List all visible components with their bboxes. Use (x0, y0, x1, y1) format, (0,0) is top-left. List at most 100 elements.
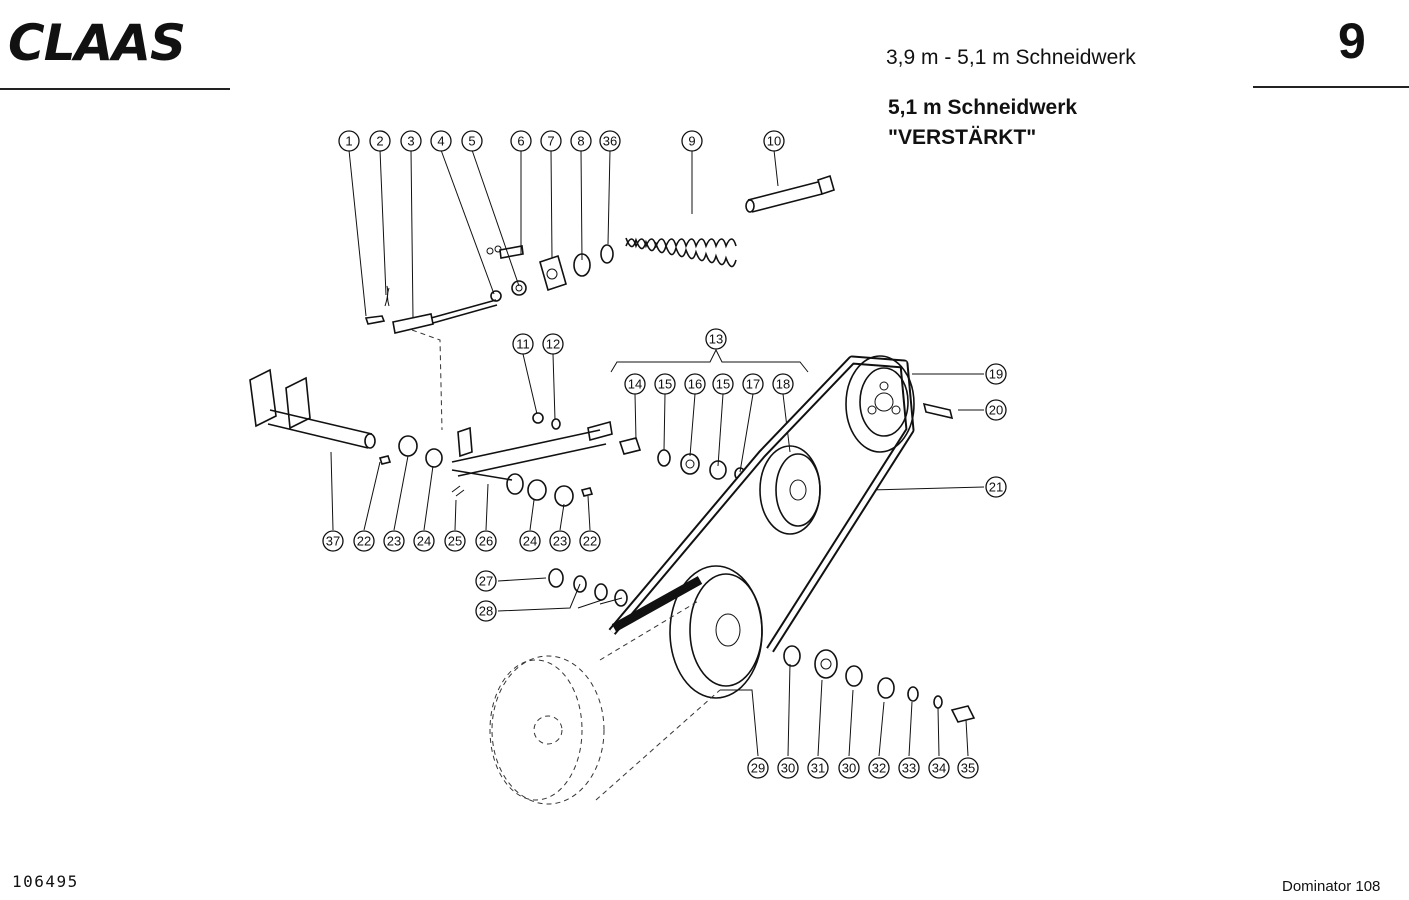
callout-3: 3 (400, 130, 422, 152)
callout-6: 6 (510, 130, 532, 152)
callout-27: 27 (475, 570, 497, 592)
svg-text:24: 24 (417, 534, 431, 549)
callout-26: 26 (475, 530, 497, 552)
svg-text:14: 14 (628, 377, 642, 392)
callout-30b: 30 (838, 757, 860, 779)
callout-18: 18 (772, 373, 794, 395)
svg-text:22: 22 (583, 534, 597, 549)
svg-text:30: 30 (842, 761, 856, 776)
svg-text:37: 37 (326, 534, 340, 549)
svg-text:9: 9 (688, 134, 695, 149)
header-rule-left (0, 88, 230, 90)
callout-7: 7 (540, 130, 562, 152)
svg-text:32: 32 (872, 761, 886, 776)
callout-37: 37 (322, 530, 344, 552)
svg-text:8: 8 (577, 134, 584, 149)
callout-24a: 24 (413, 530, 435, 552)
model-name: Dominator 108 (1282, 878, 1381, 895)
callout-23b: 23 (549, 530, 571, 552)
svg-text:35: 35 (961, 761, 975, 776)
callout-19: 19 (985, 363, 1007, 385)
svg-text:21: 21 (989, 480, 1003, 495)
callout-17: 17 (742, 373, 764, 395)
svg-text:19: 19 (989, 367, 1003, 382)
assembly-guide-line (411, 329, 443, 431)
svg-text:15: 15 (716, 377, 730, 392)
svg-text:5: 5 (468, 134, 475, 149)
svg-text:31: 31 (811, 761, 825, 776)
callout-12: 12 (542, 333, 564, 355)
callout-15b: 15 (712, 373, 734, 395)
title-line-2: 5,1 m Schneidwerk (888, 96, 1078, 119)
callout-14: 14 (624, 373, 646, 395)
tension-rod-assembly (364, 174, 835, 334)
upper-pulley (845, 355, 915, 453)
callout-36: 36 (599, 130, 621, 152)
claas-logo: CLAAS (8, 18, 186, 66)
svg-text:13: 13 (709, 332, 723, 347)
title-line-3: "VERSTÄRKT" (888, 126, 1037, 149)
callout-32: 32 (868, 757, 890, 779)
callout-9: 9 (681, 130, 703, 152)
bracket-shaft-assembly (249, 368, 613, 507)
callout-11: 11 (512, 333, 534, 355)
callout-35: 35 (957, 757, 979, 779)
callout-33: 33 (898, 757, 920, 779)
svg-text:22: 22 (357, 534, 371, 549)
svg-text:11: 11 (516, 337, 530, 352)
callout-10: 10 (763, 130, 785, 152)
svg-text:10: 10 (767, 134, 781, 149)
callout-24b: 24 (519, 530, 541, 552)
svg-text:29: 29 (751, 761, 765, 776)
drawing-number: 106495 (12, 872, 79, 891)
callout-21: 21 (985, 476, 1007, 498)
callout-22a: 22 (353, 530, 375, 552)
svg-text:18: 18 (776, 377, 790, 392)
callout-2: 2 (369, 130, 391, 152)
title-line-1: 3,9 m - 5,1 m Schneidwerk (886, 46, 1136, 69)
svg-text:4: 4 (437, 134, 444, 149)
lower-pulley (669, 565, 763, 699)
svg-text:16: 16 (688, 377, 702, 392)
svg-text:20: 20 (989, 403, 1003, 418)
callout-1: 1 (338, 130, 360, 152)
callout-5: 5 (461, 130, 483, 152)
callout-23a: 23 (383, 530, 405, 552)
callout-29: 29 (747, 757, 769, 779)
svg-text:3: 3 (407, 134, 414, 149)
idler-hub-parts (618, 437, 746, 481)
svg-text:15: 15 (658, 377, 672, 392)
svg-text:23: 23 (387, 534, 401, 549)
svg-text:23: 23 (553, 534, 567, 549)
svg-text:33: 33 (902, 761, 916, 776)
callout-8: 8 (570, 130, 592, 152)
callout-13: 13 (705, 328, 727, 350)
callout-22b: 22 (579, 530, 601, 552)
callout-15a: 15 (654, 373, 676, 395)
callout-31: 31 (807, 757, 829, 779)
svg-text:26: 26 (479, 534, 493, 549)
svg-text:27: 27 (479, 574, 493, 589)
svg-text:6: 6 (517, 134, 524, 149)
svg-text:34: 34 (932, 761, 946, 776)
callout-20: 20 (985, 399, 1007, 421)
svg-text:1: 1 (345, 134, 352, 149)
leader-lines (330, 149, 985, 757)
svg-text:17: 17 (746, 377, 760, 392)
header-rule-right (1253, 86, 1409, 88)
svg-text:12: 12 (546, 337, 560, 352)
callout-34: 34 (928, 757, 950, 779)
callout-30a: 30 (777, 757, 799, 779)
brand-text: CLAAS (8, 18, 185, 66)
svg-text:2: 2 (376, 134, 383, 149)
callout-4: 4 (430, 130, 452, 152)
v-belt (608, 355, 915, 653)
middle-pulley (759, 445, 821, 535)
svg-text:24: 24 (523, 534, 537, 549)
callout-25: 25 (444, 530, 466, 552)
callout-16: 16 (684, 373, 706, 395)
page-number: 9 (1338, 13, 1366, 69)
svg-text:36: 36 (603, 134, 617, 149)
svg-text:28: 28 (479, 604, 493, 619)
